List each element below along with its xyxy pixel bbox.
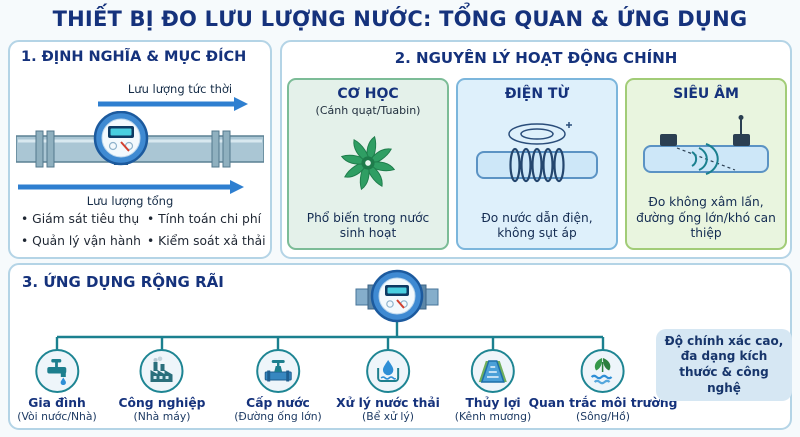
faucet-icon	[34, 349, 79, 393]
app-label: Cấp nước	[246, 396, 310, 410]
app-label: Quan trắc môi trường	[528, 396, 678, 410]
ultrasonic-icon	[632, 103, 780, 195]
pipe-valve-icon	[256, 349, 300, 393]
accuracy-note: Độ chính xác cao, đa dạng kích thước & c…	[656, 329, 792, 401]
app-item-industry: Công nghiệp (Nhà máy)	[118, 349, 206, 424]
flow-total-label: Lưu lượng tổng	[86, 194, 174, 208]
section3-heading: 3. ỨNG DỤNG RỘNG RÃI	[22, 273, 224, 291]
turbine-icon	[294, 117, 442, 210]
card-subtitle: (Cánh quạt/Tuabin)	[315, 103, 421, 117]
app-item-household: Gia đình (Vòi nước/Nhà)	[17, 349, 97, 424]
bullet-item: Kiểm soát xả thải	[147, 234, 265, 248]
card-electromagnetic: ĐIỆN TỪ	[456, 78, 618, 250]
flow-arrow-right-icon	[18, 180, 244, 194]
section2-heading: 2. NGUYÊN LÝ HOẠT ĐỘNG CHÍNH	[394, 49, 678, 67]
principle-cards-row: CƠ HỌC (Cánh quạt/Tuabin)	[287, 78, 787, 250]
section-principles-panel: 2. NGUYÊN LÝ HOẠT ĐỘNG CHÍNH CƠ HỌC (Cán…	[280, 40, 792, 259]
electromagnetic-icon	[463, 103, 611, 210]
card-title: ĐIỆN TỪ	[504, 86, 570, 102]
app-sublabel: (Sông/Hồ)	[576, 410, 630, 424]
app-sublabel: (Bể xử lý)	[362, 410, 414, 424]
bullet-item: Giám sát tiêu thụ	[21, 212, 143, 226]
app-item-water-supply: Cấp nước (Đường ống lớn)	[234, 349, 322, 424]
flow-instant-label: Lưu lượng tức thời	[127, 82, 233, 96]
app-label: Xử lý nước thải	[336, 396, 440, 410]
card-title: SIÊU ÂM	[673, 86, 739, 102]
bullet-item: Tính toán chi phí	[147, 212, 266, 226]
card-description: Đo không xâm lấn, đường ống lớn/khó can …	[636, 195, 776, 240]
section-applications-panel: 3. ỨNG DỤNG RỘNG RÃI	[8, 263, 792, 430]
canal-icon	[470, 349, 515, 393]
water-drop-tank-icon	[365, 349, 410, 393]
section-definition-panel: 1. ĐỊNH NGHĨA & MỤC ĐÍCH Lưu lượng tức t…	[8, 40, 272, 259]
section1-heading: 1. ĐỊNH NGHĨA & MỤC ĐÍCH	[21, 49, 247, 65]
card-mechanical: CƠ HỌC (Cánh quạt/Tuabin)	[287, 78, 449, 250]
flow-arrow-right-icon	[98, 97, 248, 111]
pipe-water-meter-icon	[16, 111, 264, 168]
app-sublabel: (Kênh mương)	[454, 410, 532, 424]
app-sublabel: (Đường ống lớn)	[234, 410, 322, 424]
app-item-irrigation: Thủy lợi (Kênh mương)	[455, 349, 531, 424]
factory-icon	[139, 349, 184, 393]
app-item-environment: Quan trắc môi trường (Sông/Hồ)	[528, 349, 678, 424]
connector-lines	[55, 319, 605, 350]
page-title: THIẾT BỊ ĐO LƯU LƯỢNG NƯỚC: TỔNG QUAN & …	[52, 7, 748, 31]
app-sublabel: (Vòi nước/Nhà)	[17, 410, 97, 424]
card-ultrasonic: SIÊU ÂM	[625, 78, 787, 250]
app-item-wastewater: Xử lý nước thải (Bể xử lý)	[336, 349, 440, 424]
app-sublabel: (Nhà máy)	[133, 410, 191, 424]
app-label: Thủy lợi	[465, 396, 521, 410]
purpose-bullet-list: Giám sát tiêu thụ Tính toán chi phí Quản…	[21, 212, 266, 248]
card-description: Phổ biến trong nước sinh hoạt	[306, 210, 430, 240]
water-meter-hub-icon	[355, 269, 439, 323]
app-label: Công nghiệp	[118, 396, 206, 410]
card-title: CƠ HỌC	[337, 86, 399, 102]
leaf-river-icon	[581, 349, 625, 393]
card-description: Đo nước dẫn điện, không sụt áp	[481, 210, 593, 240]
bullet-item: Quản lý vận hành	[21, 234, 143, 248]
app-label: Gia đình	[28, 396, 86, 410]
